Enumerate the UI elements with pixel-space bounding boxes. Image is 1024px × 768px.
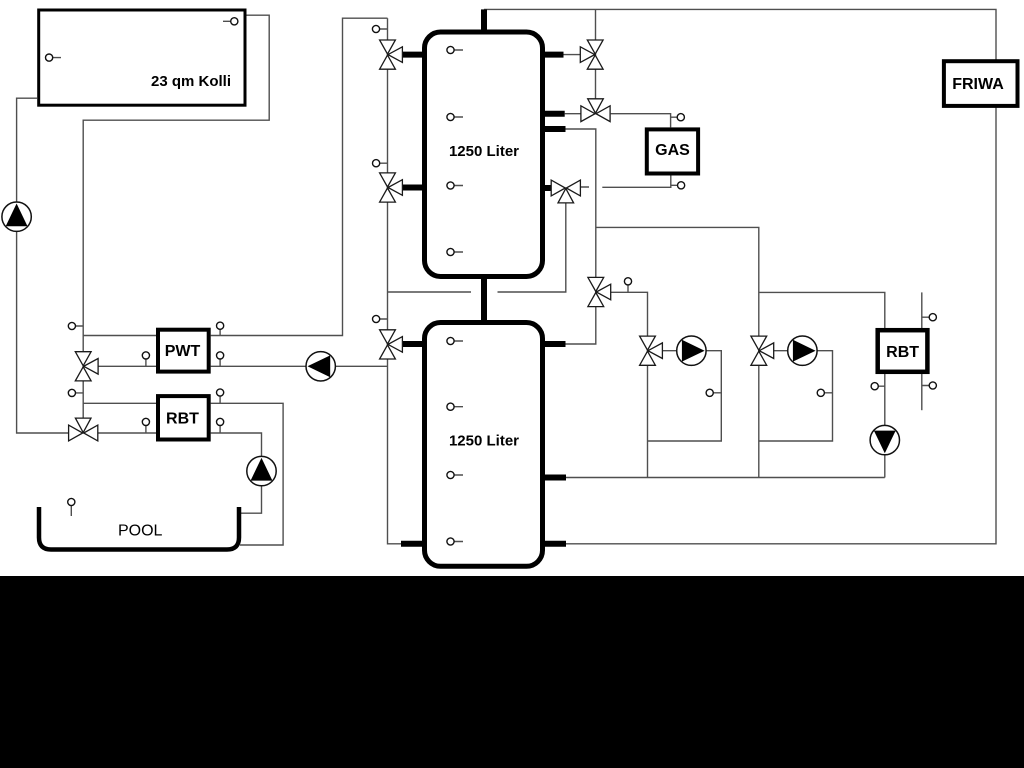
svg-text:RBT: RBT bbox=[166, 411, 199, 428]
svg-text:FRIWA: FRIWA bbox=[952, 76, 1004, 93]
svg-text:PWT: PWT bbox=[165, 343, 201, 360]
svg-text:POOL: POOL bbox=[118, 523, 163, 540]
svg-text:1250 Liter: 1250 Liter bbox=[449, 143, 519, 160]
svg-text:RBT: RBT bbox=[886, 344, 919, 361]
svg-text:23 qm Kolli: 23 qm Kolli bbox=[151, 73, 231, 90]
svg-text:GAS: GAS bbox=[655, 142, 690, 159]
svg-text:1250 Liter: 1250 Liter bbox=[449, 433, 519, 450]
